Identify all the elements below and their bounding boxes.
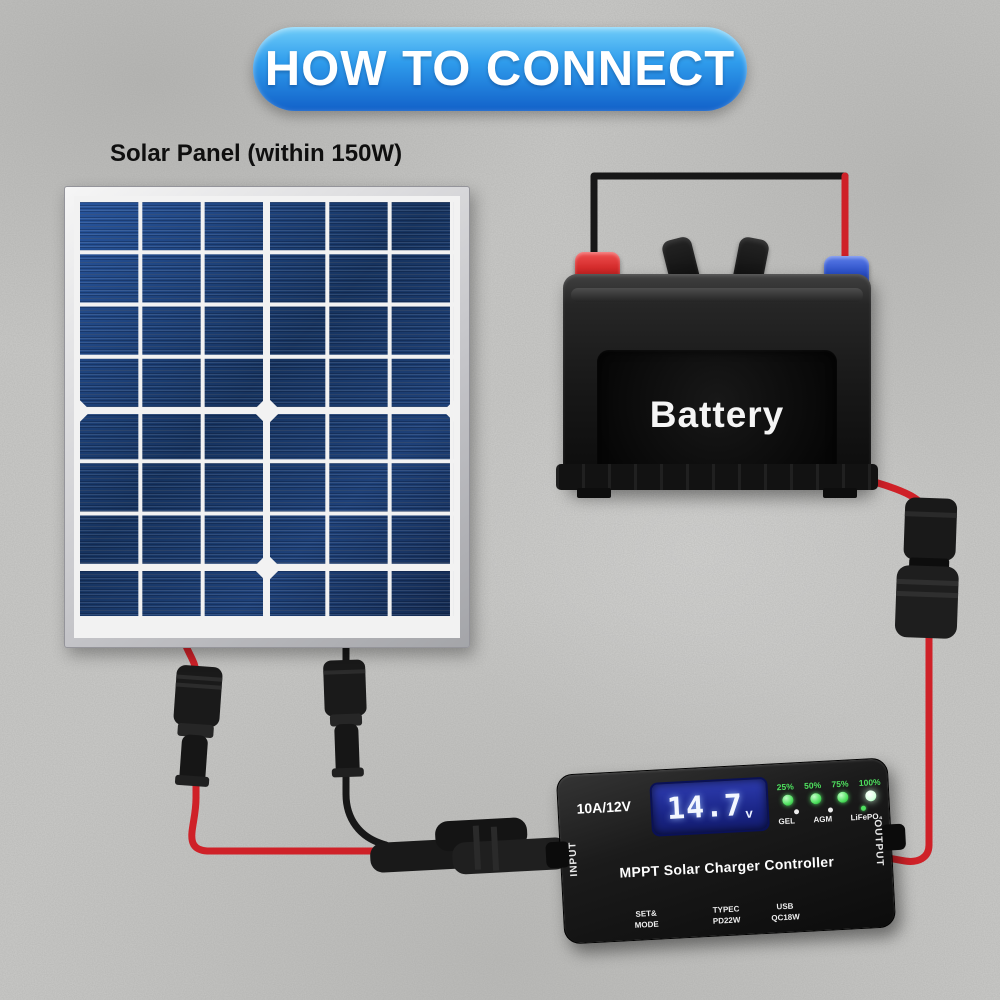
solar-panel-label: Solar Panel (within 150W) — [110, 140, 403, 167]
battery-top-ridge — [571, 288, 863, 302]
charge-level-label: 50% — [803, 779, 822, 791]
battery-type-label: GEL — [778, 816, 796, 827]
solar-cell-grid — [80, 202, 454, 620]
charge-level-label: 25% — [776, 781, 794, 793]
output-side-label: OUTPUT — [871, 819, 885, 867]
panel-diamond-right-edge — [443, 398, 454, 424]
battery-type-label: AGM — [813, 814, 833, 825]
charge-level-label: 100% — [858, 776, 881, 788]
solar-panel — [64, 186, 470, 648]
charge-level-label: 75% — [831, 778, 849, 790]
input-side-label: INPUT — [567, 841, 581, 877]
port-label-set-mode: SET& MODE — [634, 909, 659, 931]
led-indicator-75 — [837, 791, 849, 804]
panel-diamond-center — [252, 396, 282, 426]
led-indicator-100 — [865, 790, 877, 802]
battery-type-dot-agm — [827, 807, 833, 813]
solar-wire-red — [182, 642, 384, 855]
solar-wire-black — [342, 642, 390, 849]
port-label-line: PD22W — [712, 914, 741, 926]
display-voltage: 14.7 — [666, 787, 745, 827]
battery-label: Battery — [649, 394, 785, 435]
port-label-usb: USB QC18W — [771, 901, 801, 923]
mc4-connector-right — [323, 659, 367, 778]
battery: Battery — [556, 235, 878, 512]
battery-label-plate: Battery — [597, 350, 837, 480]
battery-type-dot-gel — [793, 809, 800, 815]
controller-display: 14.7 v — [649, 776, 770, 837]
charge-level-leds — [777, 790, 881, 806]
mc4-connector-left — [173, 665, 223, 787]
display-unit: v — [745, 805, 754, 821]
port-label-line: QC18W — [771, 911, 800, 923]
mppt-charge-controller: 10A/12V 14.7 v 25% 50% 75% 100% — [545, 757, 907, 945]
controller-rating: 10A/12V — [576, 797, 632, 817]
title-banner: HOW TO CONNECT — [253, 27, 747, 111]
solar-panel-backsheet — [74, 196, 460, 638]
controller-name: MPPT Solar Charger Controller — [619, 853, 835, 881]
sae-quick-disconnect — [894, 497, 959, 639]
battery-body: Battery — [556, 274, 878, 498]
battery-type-dot-lifepo4 — [860, 805, 867, 811]
panel-diamond-lower — [252, 553, 282, 582]
battery-foot — [577, 488, 611, 498]
solar-input-connector — [370, 817, 569, 875]
charge-indicator-block: 25% 50% 75% 100% GEL AGM LiFePO₄ — [776, 777, 882, 826]
battery-base — [556, 464, 878, 490]
controller-output-gland — [880, 823, 907, 851]
panel-diamond-left-edge — [80, 398, 91, 424]
led-indicator-25 — [782, 794, 794, 806]
banner-title: HOW TO CONNECT — [264, 42, 736, 96]
led-indicator-50 — [809, 792, 822, 805]
port-label-line: MODE — [634, 919, 659, 930]
port-label-typec: TYPEC PD22W — [712, 905, 741, 927]
battery-foot — [823, 488, 857, 498]
